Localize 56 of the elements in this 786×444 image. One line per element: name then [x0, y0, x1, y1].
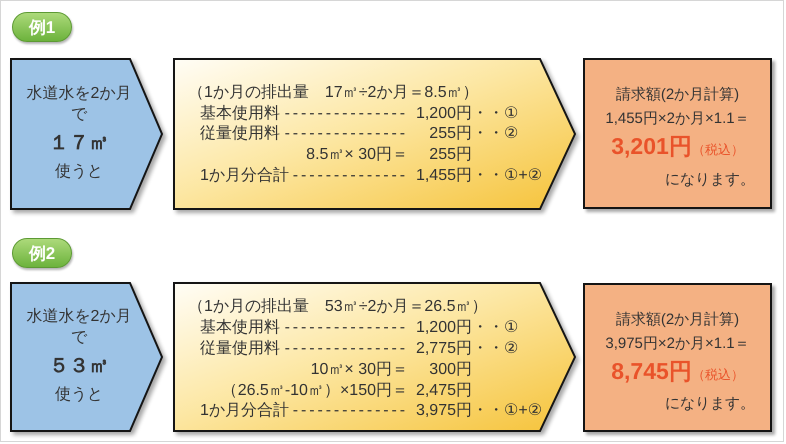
fee-note: ・・② [472, 124, 518, 144]
fee-note: ・・①+② [472, 166, 542, 186]
dash-leader: -------------- [292, 166, 408, 186]
calc-formula: 10㎥× 30円＝ [310, 360, 408, 379]
bill-total: 3,201円 [611, 133, 692, 159]
tax-note: （税込） [692, 367, 744, 382]
calculation-panel [173, 58, 576, 210]
usage-panel [10, 282, 163, 432]
usage-volume: １７㎥ [49, 131, 109, 156]
dash-leader: --------------- [284, 104, 408, 123]
calc-formula: （26.5㎥-10㎥）×150円＝ [222, 380, 408, 400]
fee-note: ・・② [472, 338, 518, 358]
fee-amount: 3,975円 [416, 401, 472, 420]
dash-leader: --------------- [284, 318, 408, 338]
calc-formula: 8.5㎥× 30円＝ [306, 145, 408, 164]
bill-formula: 1,455円×2か月×1.1＝ [605, 110, 750, 127]
fee-label: 基本使用料 [200, 104, 280, 123]
fee-label: 従量使用料 [200, 124, 280, 144]
tax-note: （税込） [692, 142, 744, 157]
usage-panel [10, 58, 163, 210]
fee-note: ・・① [472, 104, 518, 123]
bill-closing: になります。 [665, 171, 755, 188]
usage-text: 水道水を2か月で [26, 306, 132, 348]
dash-leader: --------------- [284, 124, 408, 144]
fee-label: 1か月分合計 [200, 401, 289, 420]
calc-heading: （1か月の排出量 53㎥÷2か月＝26.5㎥） [188, 297, 488, 316]
usage-text: 水道水を2か月で [26, 84, 132, 125]
fee-amount: 2,775円 [416, 338, 472, 358]
example-tag: 例2 [12, 238, 72, 268]
bill-box [583, 283, 772, 432]
bill-formula: 3,975円×2か月×1.1＝ [605, 335, 750, 352]
bill-box [583, 58, 772, 209]
fee-note: ・・① [472, 318, 518, 338]
fee-amount: 2,475円 [416, 380, 472, 400]
calculation-panel [173, 282, 576, 432]
usage-text: 使うと [55, 162, 103, 182]
bill-closing: になります。 [665, 395, 755, 412]
usage-volume: ５３㎥ [49, 354, 109, 379]
fee-note: ・・①+② [472, 401, 542, 420]
bill-total: 8,745円 [611, 358, 692, 384]
fee-label: 1か月分合計 [200, 166, 289, 186]
bill-heading: 請求額(2か月計算) [616, 86, 740, 103]
calc-heading: （1か月の排出量 17㎥÷2か月＝8.5㎥） [188, 82, 479, 102]
dash-leader: --------------- [284, 338, 408, 358]
usage-text: 使うと [55, 385, 103, 405]
example-tag: 例1 [12, 12, 72, 42]
fee-amount: 255円 [429, 145, 472, 164]
fee-amount: 1,455円 [416, 166, 472, 186]
bill-heading: 請求額(2か月計算) [616, 311, 740, 328]
fee-amount: 1,200円 [416, 318, 472, 338]
fee-label: 基本使用料 [200, 318, 280, 338]
fee-amount: 1,200円 [416, 104, 472, 123]
fee-amount: 300円 [429, 360, 472, 379]
fee-amount: 255円 [429, 124, 472, 144]
dash-leader: -------------- [292, 401, 408, 420]
fee-label: 従量使用料 [200, 338, 280, 358]
